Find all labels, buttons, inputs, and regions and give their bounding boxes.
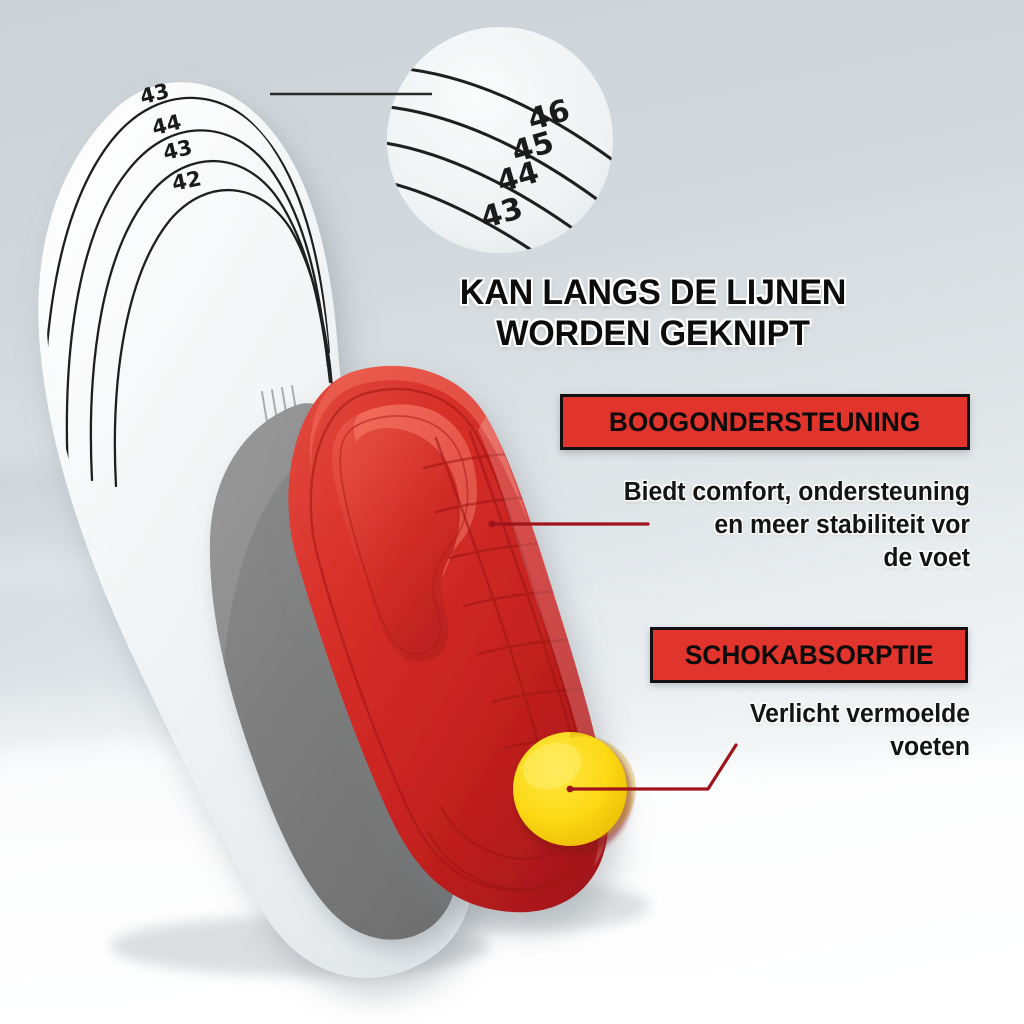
headline-line-1: KAN LANGS DE LIJNEN bbox=[459, 272, 847, 312]
shock-leader-line bbox=[568, 743, 738, 791]
arch-leader-dot bbox=[488, 520, 496, 528]
desc-arch-line-1: Biedt comfort, ondersteuning bbox=[623, 478, 970, 506]
desc-shock-line-2: voeten bbox=[890, 733, 970, 762]
pad-arch-contour bbox=[332, 404, 477, 663]
badge-shock-absorption[interactable]: SCHOKABSORPTIE bbox=[650, 627, 968, 683]
cut-line-group bbox=[46, 96, 336, 488]
desc-arch-line-3: de voet bbox=[883, 544, 970, 573]
badge-arch-support[interactable]: BOOGONDERSTEUNING bbox=[560, 394, 970, 450]
heel-disc-highlight bbox=[522, 742, 582, 790]
description-arch-support: Biedt comfort, ondersteuning en meer sta… bbox=[534, 476, 970, 575]
cut-line-43-outer bbox=[46, 96, 332, 472]
zoom-cut-line-46 bbox=[396, 66, 613, 172]
desc-arch-line-2: en meer stabiliteit vor bbox=[714, 511, 970, 540]
shock-absorption-disc bbox=[513, 732, 636, 855]
desc-shock-line-1: Verlicht vermoelde bbox=[750, 700, 970, 728]
heel-disc-edge-shade bbox=[570, 732, 636, 839]
shock-leader-dot bbox=[566, 785, 574, 793]
description-shock-absorption: Verlicht vermoelde voeten bbox=[572, 698, 970, 764]
badge-shock-absorption-label: SCHOKABSORPTIE bbox=[684, 639, 934, 670]
pad-arch-sheen bbox=[354, 404, 477, 578]
headline-line-2: WORDEN GEKNIPT bbox=[496, 313, 810, 354]
badge-arch-support-label: BOOGONDERSTEUNING bbox=[609, 406, 921, 437]
zoom-cut-line-43 bbox=[387, 178, 594, 253]
zoom-cut-line-45 bbox=[387, 104, 613, 214]
page-headline: KAN LANGS DE LIJNEN WORDEN GEKNIPT bbox=[427, 272, 878, 354]
cut-line-44 bbox=[65, 129, 330, 476]
gray-layer-highlight bbox=[209, 402, 348, 662]
pad-recess-ring bbox=[309, 387, 592, 892]
pad-rim-highlight bbox=[309, 365, 528, 522]
cut-line-42 bbox=[113, 188, 336, 488]
